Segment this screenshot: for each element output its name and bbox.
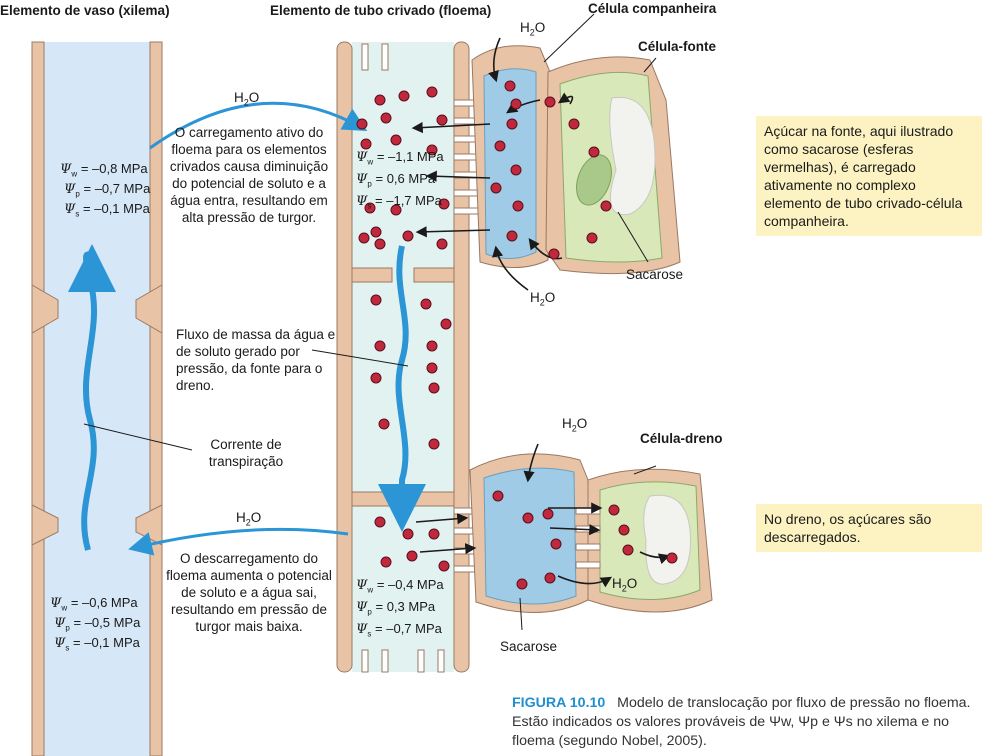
phloem-top-psi-p: Ψp = 0,6 MPa [356,171,436,189]
water-label: H2O [236,510,262,528]
source-cell [545,56,681,275]
sucrose-label-bottom: Sacarose [500,639,558,654]
water-label: H2O [530,290,556,308]
source-note: Açúcar na fonte, aqui ilustrado como sac… [756,116,982,236]
source-cell-label: Célula-fonte [638,39,717,54]
leader-lines [83,13,657,631]
sucrose-label-top: Sacarose [626,267,684,282]
xylem-top-psi-s: Ψs = –0,1 MPa [64,201,150,219]
transpiration-label: Corrente de transpiração [208,437,284,469]
xylem-bottom-psi-s: Ψs = –0,1 MPa [54,635,140,653]
water-label: H2O [234,90,260,108]
water-label: H2O [520,20,546,38]
sink-cell [575,468,713,613]
mass-flow-arrow [378,245,426,532]
phloem-header: Elemento de tubo crivado (floema) [270,3,492,18]
water-label: H2O [612,576,638,594]
transpiration-arrow [67,244,116,551]
xylem-bottom-psi-p: Ψp = –0,5 MPa [54,615,141,633]
unloading-label: O descarregamento do floema aumenta o po… [166,551,332,634]
caption-text: Modelo de translocação por fluxo de pres… [512,695,971,749]
sink-note: No dreno, os açúcares são descarregados. [756,504,982,552]
phloem-top-psi-s: Ψs = –1,7 MPa [356,193,442,211]
phloem-bottom-psi-s: Ψs = –0,7 MPa [356,621,442,639]
xylem-header: Elemento de vaso (xilema) [0,3,170,18]
water-label: H2O [562,416,588,434]
xylem-bottom-psi-w: Ψw = –0,6 MPa [50,595,138,613]
loading-label: O carregamento ativo do floema para os e… [169,125,329,225]
phloem-bottom-psi-p: Ψp = 0,3 MPa [356,599,436,617]
figure-number: FIGURA 10.10 [512,695,606,711]
phloem-top-psi-w: Ψw = –1,1 MPa [356,149,444,167]
sink-cell-label: Célula-dreno [640,431,723,446]
companion-cell-label: Célula companheira [588,1,717,16]
mass-flow-label: Fluxo de massa da água e de soluto gerad… [176,327,336,393]
figure-caption: FIGURA 10.10 Modelo de translocação por … [512,694,988,751]
sucrose-spheres [356,80,678,590]
xylem-top-psi-w: Ψw = –0,8 MPa [60,161,148,179]
water-out-arrow [128,527,349,556]
xylem-top-psi-p: Ψp = –0,7 MPa [64,181,151,199]
transport-arrows [411,37,671,588]
water-in-arrow [149,101,368,150]
xylem-vessel [31,41,163,756]
phloem-bottom-psi-w: Ψw = –0,4 MPa [356,577,444,595]
